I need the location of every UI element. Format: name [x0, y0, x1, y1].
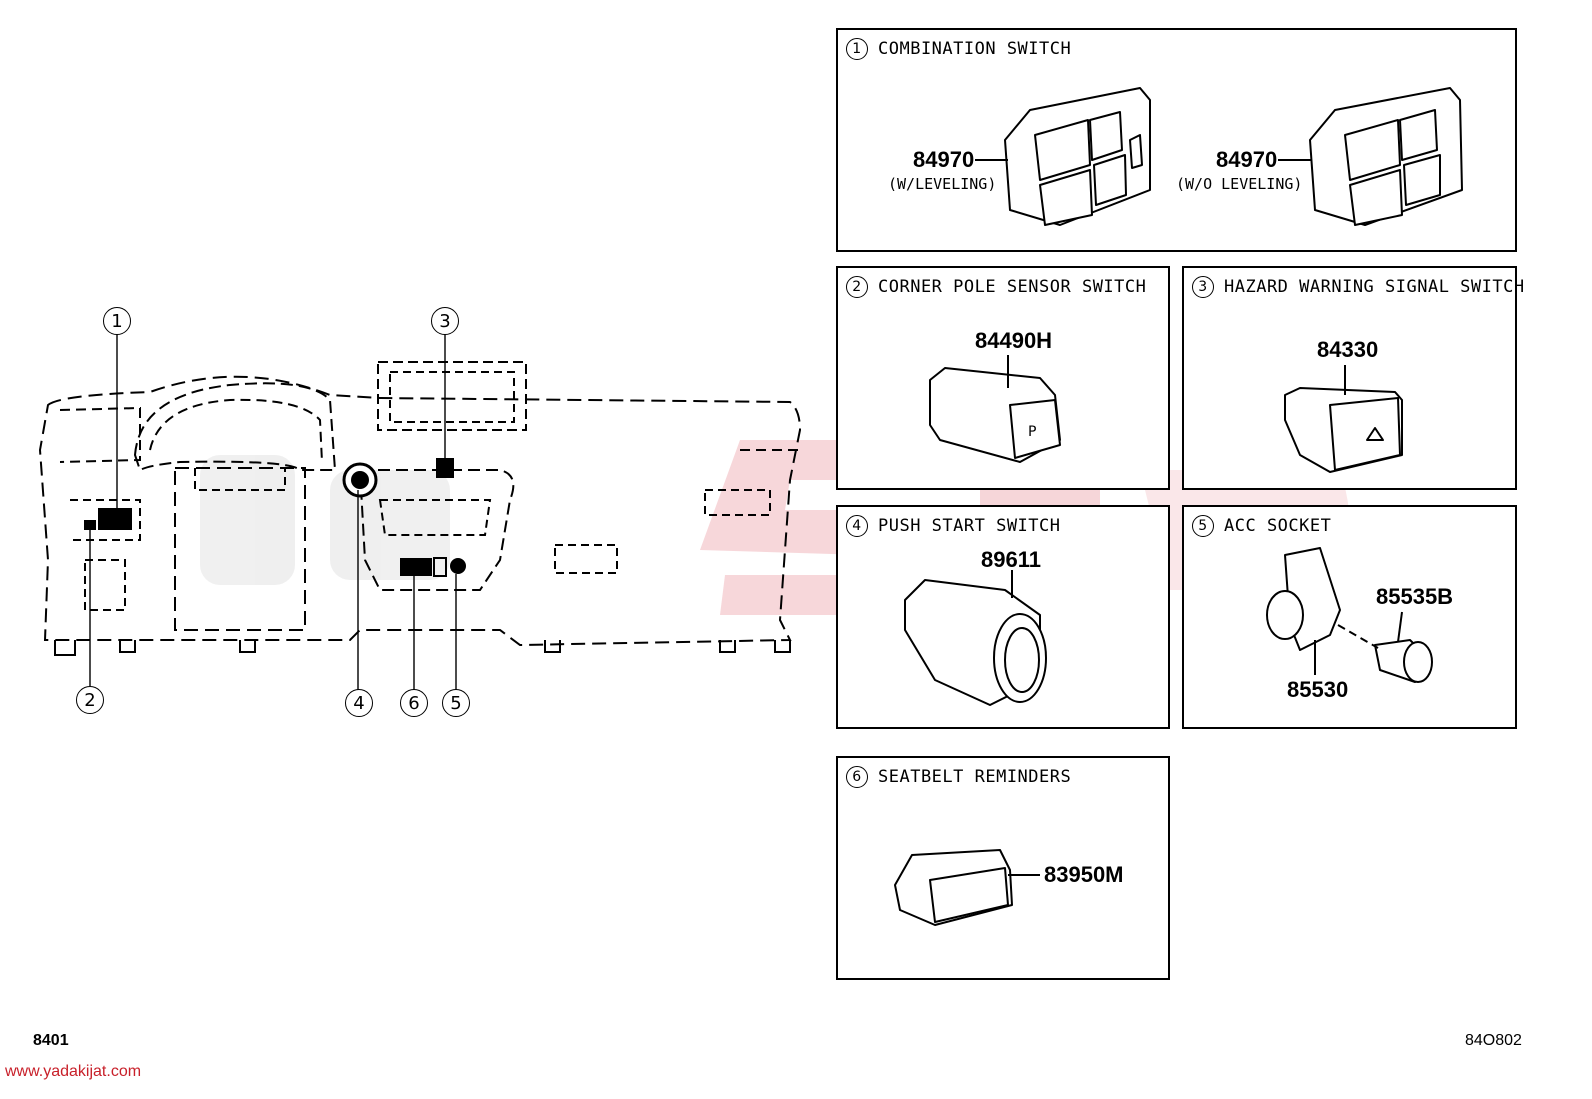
- panel-title-text: PUSH START SWITCH: [878, 516, 1061, 536]
- svg-text:P: P: [1028, 424, 1036, 440]
- panel-number: 3: [1192, 276, 1214, 298]
- panel-title: 5 ACC SOCKET: [1192, 515, 1331, 537]
- part-note-leveling: (W/LEVELING): [888, 175, 997, 193]
- panel-title: 3 HAZARD WARNING SIGNAL SWITCH: [1192, 276, 1525, 298]
- part-number-84490h: 84490H: [975, 328, 1053, 353]
- part-number-83950m: 83950M: [1044, 862, 1124, 887]
- callout-3: 3: [431, 307, 459, 335]
- footer-right-code: 84O802: [1465, 1032, 1522, 1049]
- part-number-84970-leveling: 84970: [913, 147, 975, 172]
- panel-title: 2 CORNER POLE SENSOR SWITCH: [846, 276, 1146, 298]
- part-number-84970-no-leveling: 84970: [1216, 147, 1278, 172]
- panel-title-text: CORNER POLE SENSOR SWITCH: [878, 277, 1147, 297]
- panel-title-text: ACC SOCKET: [1224, 516, 1332, 536]
- combination-switch-leveling-illustration: [975, 87, 1151, 226]
- panel-acc-socket: 5 ACC SOCKET 85535B 85530: [1182, 505, 1517, 729]
- panel-title-text: COMBINATION SWITCH: [878, 39, 1072, 59]
- part-number-85535b: 85535B: [1376, 584, 1454, 609]
- panel-number: 1: [846, 38, 868, 60]
- part-number-85530: 85530: [1287, 677, 1349, 702]
- panel-title: 6 SEATBELT REMINDERS: [846, 766, 1071, 788]
- callout-2: 2: [76, 686, 104, 714]
- part-note-no-leveling: (W/O LEVELING): [1176, 175, 1303, 193]
- push-start-switch-illustration: [904, 570, 1047, 706]
- callout-1: 1: [103, 307, 131, 335]
- panel-title-text: HAZARD WARNING SIGNAL SWITCH: [1224, 277, 1525, 297]
- corner-pole-sensor-switch-illustration: P: [929, 355, 1061, 463]
- hazard-switch-illustration: [1284, 365, 1403, 473]
- part-number-89611: 89611: [981, 547, 1041, 572]
- callout-4: 4: [345, 689, 373, 717]
- combination-switch-no-leveling-illustration: [1278, 87, 1463, 226]
- panel-number: 6: [846, 766, 868, 788]
- part-number-84330: 84330: [1317, 337, 1379, 362]
- callout-6: 6: [400, 689, 428, 717]
- panel-title: 1 COMBINATION SWITCH: [846, 38, 1071, 60]
- panel-number: 2: [846, 276, 868, 298]
- panel-number: 4: [846, 515, 868, 537]
- acc-socket-illustration: [1266, 547, 1433, 683]
- panel-title-text: SEATBELT REMINDERS: [878, 767, 1072, 787]
- seatbelt-reminder-illustration: [894, 849, 1040, 926]
- panel-number: 5: [1192, 515, 1214, 537]
- panel-seatbelt-reminders: 6 SEATBELT REMINDERS 83950M: [836, 756, 1170, 980]
- panel-title: 4 PUSH START SWITCH: [846, 515, 1061, 537]
- footer-left-code: 8401: [33, 1032, 69, 1049]
- callout-5: 5: [442, 689, 470, 717]
- website-link[interactable]: www.yadakijat.com: [5, 1063, 142, 1080]
